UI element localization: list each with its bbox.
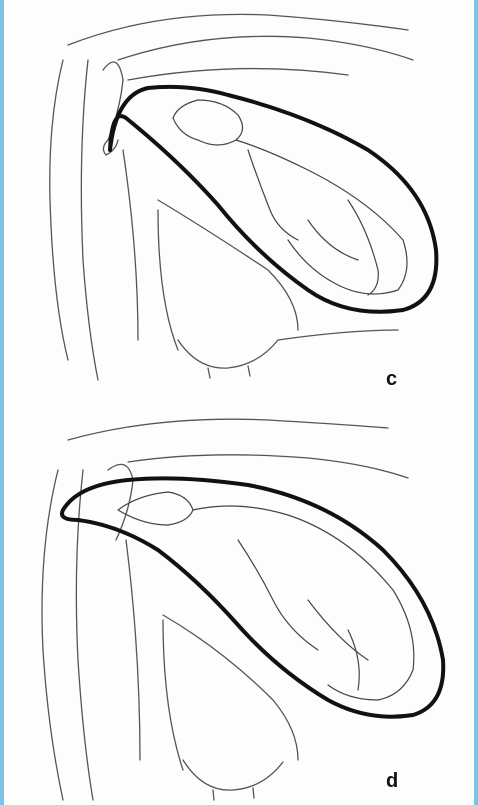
panel-label-c: c xyxy=(386,368,397,391)
back-line-inner xyxy=(118,36,413,60)
back-line-inner xyxy=(128,455,408,478)
calf-legs-d xyxy=(238,540,368,690)
rump-outline xyxy=(50,60,68,360)
panel-label-d: d xyxy=(386,770,398,793)
calf-body-d xyxy=(193,506,414,700)
calf-head-c xyxy=(173,100,243,145)
hind-leg xyxy=(126,540,183,770)
rumen-outline xyxy=(163,615,298,760)
back-line xyxy=(68,419,388,440)
udder xyxy=(183,760,283,800)
hind-leg xyxy=(123,150,178,350)
illustration-d xyxy=(8,400,478,805)
calf-legs-c xyxy=(248,150,378,295)
calf-head-d xyxy=(118,492,193,525)
illustration-c xyxy=(8,0,478,400)
back-line xyxy=(68,14,408,45)
panel-d: d xyxy=(8,400,478,805)
rump-outline xyxy=(42,470,63,800)
rump-inner xyxy=(81,60,98,380)
belly-line xyxy=(278,330,398,340)
spine-line xyxy=(128,69,348,80)
calf-body-c xyxy=(236,140,407,294)
panel-c: c xyxy=(8,0,478,400)
uterus-outline-c xyxy=(110,87,436,312)
udder xyxy=(178,340,278,378)
